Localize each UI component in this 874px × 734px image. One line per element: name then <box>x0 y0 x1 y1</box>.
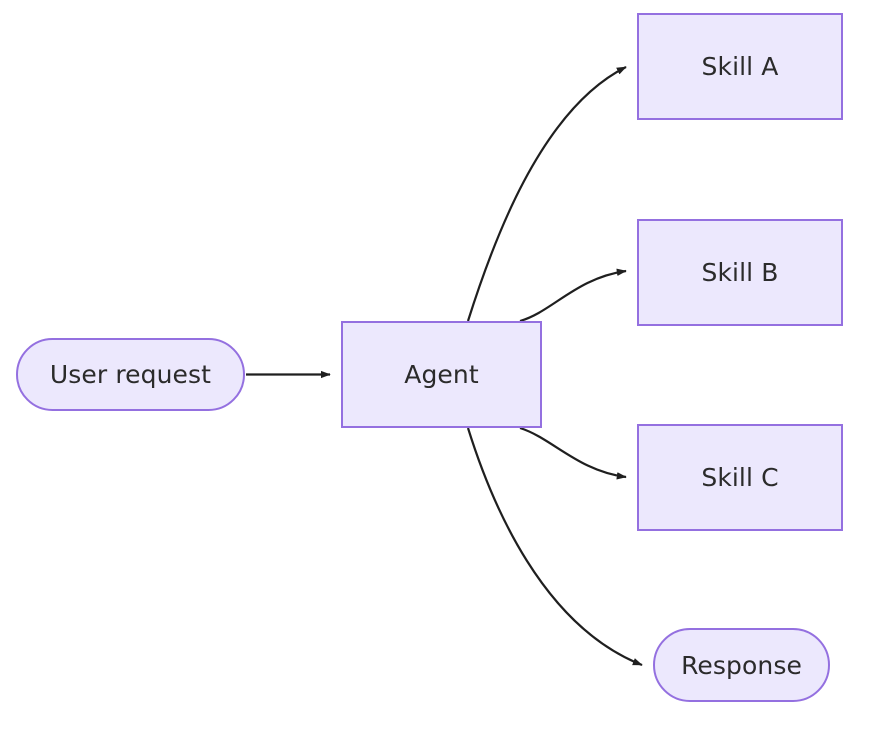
node-user-request-label: User request <box>49 360 212 389</box>
node-skill-c[interactable]: Skill C <box>637 424 843 531</box>
node-skill-c-label: Skill C <box>701 463 779 492</box>
edge-agent-to-skill-b <box>519 268 627 323</box>
edge-agent-to-response <box>466 427 643 667</box>
node-response[interactable]: Response <box>653 628 830 702</box>
node-skill-b-label: Skill B <box>701 258 779 287</box>
node-agent[interactable]: Agent <box>341 321 542 428</box>
node-skill-b[interactable]: Skill B <box>637 219 843 326</box>
node-agent-label: Agent <box>404 360 479 389</box>
node-response-label: Response <box>681 650 802 680</box>
edge-agent-to-skill-a <box>466 66 627 322</box>
node-skill-a-label: Skill A <box>701 52 779 81</box>
edge-agent-to-skill-c <box>519 426 627 480</box>
node-skill-a[interactable]: Skill A <box>637 13 843 120</box>
node-user-request[interactable]: User request <box>16 338 245 411</box>
